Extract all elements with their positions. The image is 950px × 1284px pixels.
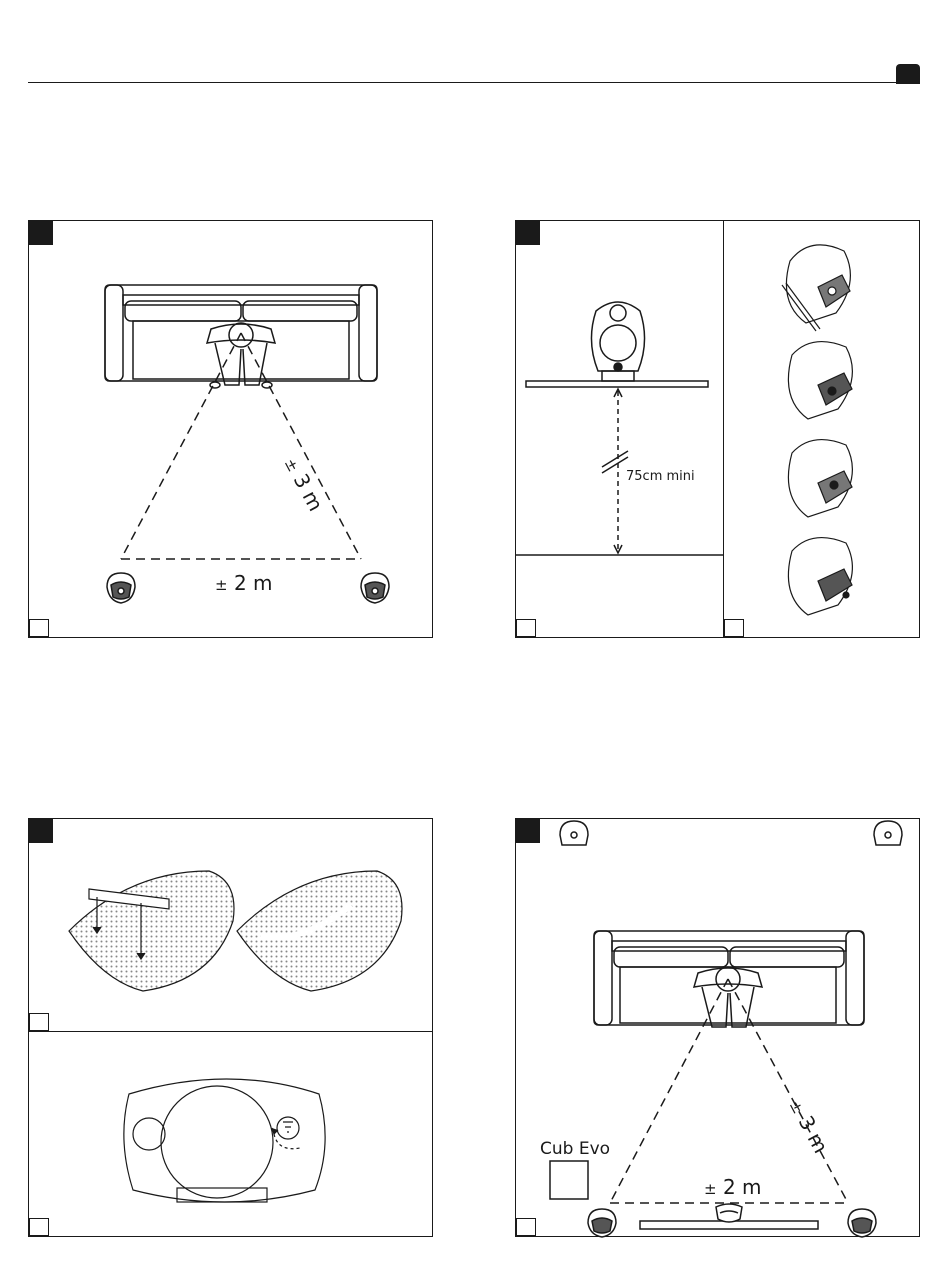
panel-height-placement: 75cm mini <box>515 220 724 638</box>
base-with-pads-icon <box>69 871 234 991</box>
header-rule <box>28 82 920 83</box>
panel-base-pads <box>28 818 433 1032</box>
listening-triangle <box>121 333 361 559</box>
page-tab <box>896 64 920 84</box>
center-speaker-icon <box>716 1204 742 1222</box>
rear-right-speaker-icon <box>874 821 902 845</box>
distance-base-label: ± 2 m <box>215 571 273 595</box>
speaker-front-icon <box>591 302 644 381</box>
plus-minus-sign: ± <box>704 1180 717 1198</box>
height-label: 75cm mini <box>626 469 695 484</box>
speaker-rear-icon <box>124 1079 325 1202</box>
speaker-right-icon <box>361 573 389 603</box>
speaker-left-icon <box>107 573 135 603</box>
mount-step-4-icon <box>788 538 852 615</box>
subwoofer-label: Cub Evo <box>540 1139 610 1159</box>
panel-stereo-placement: ± 3 m ± 2 m <box>28 220 433 638</box>
sofa-icon <box>594 931 864 1025</box>
base-pads-diagram <box>29 819 434 1033</box>
distance-base-value: 2 m <box>723 1175 762 1199</box>
mount-step-2-icon <box>788 342 852 419</box>
listener-icon <box>694 967 762 1027</box>
panel-rear-view <box>28 1031 433 1237</box>
distance-base-label: ± 2 m <box>704 1175 762 1199</box>
subwoofer-icon <box>550 1161 588 1199</box>
mount-step-3-icon <box>788 440 852 517</box>
base-without-pads-icon <box>237 871 402 991</box>
rear-view-diagram <box>29 1032 434 1238</box>
shelf-icon <box>526 381 708 387</box>
front-right-speaker-icon <box>848 1209 876 1237</box>
height-diagram <box>516 221 725 639</box>
distance-base-value: 2 m <box>234 571 273 595</box>
panel-mounting-steps <box>723 220 920 638</box>
front-left-speaker-icon <box>588 1209 616 1237</box>
rear-left-speaker-icon <box>560 821 588 845</box>
mounting-steps-diagram <box>724 221 921 639</box>
mount-step-1-icon <box>782 245 850 331</box>
listening-triangle <box>610 979 848 1203</box>
plus-minus-sign: ± <box>215 576 228 594</box>
panel-subwoofer-placement: Cub Evo ± 3 m ± 2 m <box>515 818 920 1237</box>
